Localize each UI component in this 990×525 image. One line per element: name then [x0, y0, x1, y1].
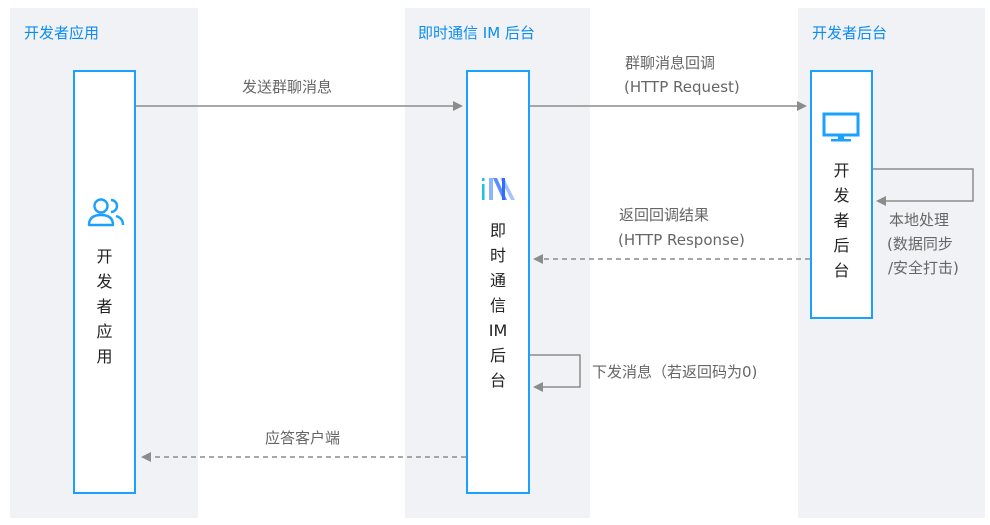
deliver-arrow: [530, 354, 581, 388]
box-char: 通: [489, 271, 506, 290]
box-char: 开: [96, 247, 113, 266]
local-label-1: 本地处理: [889, 211, 950, 229]
developer-app-box: 开 发 者 应 用: [73, 70, 136, 494]
reply-label: 应答客户端: [265, 429, 341, 447]
box-char: 信: [489, 296, 506, 315]
im-logo-icon: [482, 178, 515, 200]
users-icon: [87, 198, 125, 227]
lane-title-dev: 开发者后台: [812, 24, 888, 42]
box-char: 用: [96, 347, 113, 366]
box-char: 后: [489, 346, 506, 365]
im-backend-box: 即 时 通 信 IM 后 台: [466, 70, 530, 494]
box-char: 开: [833, 161, 850, 180]
local-label-3: /安全打击): [888, 259, 959, 277]
box-char: 时: [489, 246, 506, 265]
local-label-2: (数据同步: [887, 235, 953, 253]
callback-label-1: 群聊消息回调: [625, 54, 716, 72]
box-char: 发: [833, 186, 850, 205]
callback-label-2: (HTTP Request): [624, 78, 740, 96]
result-label-1: 返回回调结果: [619, 206, 710, 224]
result-label-2: (HTTP Response): [618, 231, 745, 249]
monitor-icon: [822, 112, 860, 142]
lane-title-im: 即时通信 IM 后台: [418, 24, 535, 42]
box-char: IM: [488, 321, 508, 340]
box-char: 发: [96, 272, 113, 291]
send-label: 发送群聊消息: [242, 78, 333, 96]
box-char: 应: [96, 322, 113, 341]
box-char: 即: [489, 221, 506, 240]
local-process-arrow: [873, 168, 974, 202]
box-char: 者: [833, 211, 850, 230]
deliver-label: 下发消息（若返回码为0): [592, 363, 758, 381]
developer-backend-box: 开 发 者 后 台: [810, 70, 873, 319]
box-char: 后: [833, 236, 850, 255]
box-char: 者: [96, 297, 113, 316]
box-char: 台: [833, 261, 850, 280]
lane-title-app: 开发者应用: [24, 24, 100, 42]
box-char: 台: [489, 371, 506, 390]
